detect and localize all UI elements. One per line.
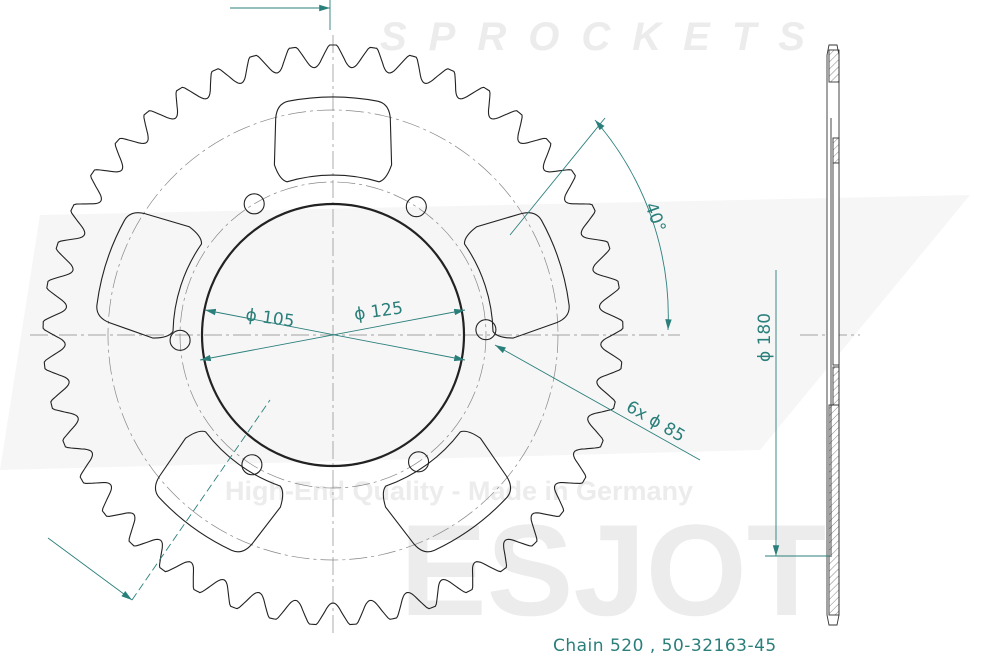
dimension-lines [47, 0, 830, 601]
watermark-sub: SPROCKETS [380, 15, 827, 59]
part-caption: Chain 520 , 50-32163-45 [553, 636, 777, 656]
lightening-window [96, 212, 203, 339]
bolt-hole [475, 319, 497, 341]
bolt-hole [243, 193, 265, 215]
watermark: ESJOT SPROCKETS High-End Quality - Made … [0, 15, 970, 643]
bolt-hole [169, 329, 191, 351]
sprocket-side-view [826, 44, 840, 626]
watermark-tagline: High-End Quality - Made in Germany [225, 476, 693, 506]
lightening-window [382, 430, 512, 553]
bolt-hole [241, 454, 263, 476]
bolt-hole [405, 196, 427, 218]
dim-outer-diameter: ϕ 180 [755, 313, 775, 362]
bolt-hole [408, 451, 430, 473]
lightening-window [273, 96, 393, 183]
lightening-window [463, 212, 570, 339]
lightening-window [154, 430, 284, 553]
sprocket-teeth-outline [42, 44, 624, 626]
watermark-brand: ESJOT [400, 497, 826, 643]
